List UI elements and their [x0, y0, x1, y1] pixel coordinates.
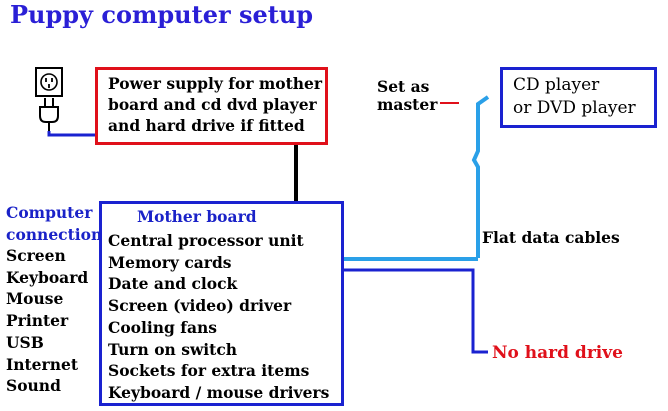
cd-player-box: CD player or DVD player — [500, 67, 657, 128]
motherboard-item: Cooling fans — [108, 317, 217, 337]
connection-list: Screen Keyboard Mouse Printer USB Intern… — [6, 245, 88, 397]
connection-title-line-2: connection — [6, 224, 103, 244]
flat-data-cables-label: Flat data cables — [482, 228, 620, 247]
cd-player-line-1: CD player — [513, 75, 600, 95]
flat-data-cable-to-cd — [471, 95, 490, 258]
connection-title: Computer connection — [6, 202, 102, 245]
wall-socket-icon — [35, 67, 63, 97]
connection-item: USB — [6, 332, 44, 352]
motherboard-box: Mother board Central processor unit Memo… — [99, 201, 344, 406]
page-title: Puppy computer setup — [10, 0, 314, 29]
no-hard-drive-label: No hard drive — [492, 343, 623, 363]
power-supply-line-2: board and cd dvd player — [108, 95, 317, 114]
motherboard-item: Date and clock — [108, 274, 238, 294]
motherboard-item: Central processor unit — [108, 231, 304, 250]
connection-title-line-1: Computer — [6, 203, 93, 222]
set-as-master-line-1: Set as — [377, 77, 430, 96]
motherboard-title: Mother board — [137, 207, 257, 226]
motherboard-item-list: Central processor unit Memory cards Date… — [108, 230, 329, 404]
power-supply-line-1: Power supply for mother — [108, 74, 323, 93]
motherboard-item: Keyboard / mouse drivers — [108, 382, 330, 402]
hard-drive-cable — [344, 268, 488, 354]
motherboard-item: Screen (video) driver — [108, 296, 292, 316]
motherboard-item: Memory cards — [108, 252, 232, 272]
motherboard-item: Sockets for extra items — [108, 361, 310, 381]
connection-item: Internet — [6, 354, 78, 374]
connection-item: Mouse — [6, 289, 64, 309]
connection-item: Sound — [6, 376, 61, 396]
motherboard-item: Turn on switch — [108, 339, 238, 359]
set-as-master-line-2: master — [377, 94, 438, 114]
connection-item: Keyboard — [6, 267, 89, 287]
power-plug-icon — [39, 98, 59, 132]
set-as-master-label: Set as master — [377, 78, 437, 113]
connection-item: Screen — [6, 246, 66, 265]
power-cable — [47, 131, 97, 137]
power-supply-box: Power supply for mother board and cd dvd… — [95, 67, 328, 145]
power-supply-line-3: and hard drive if fitted — [108, 116, 305, 135]
connection-item: Printer — [6, 311, 69, 331]
cd-player-line-2: or DVD player — [513, 98, 636, 118]
